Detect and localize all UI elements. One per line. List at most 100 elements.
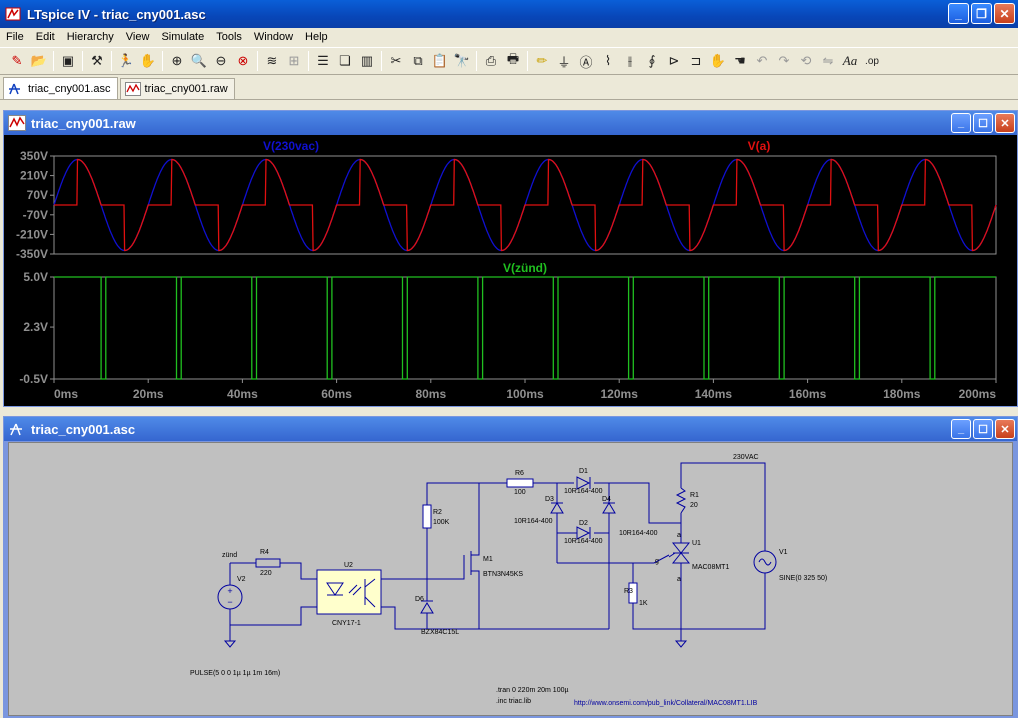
diode-icon[interactable]: ⊳ — [668, 53, 680, 68]
waveform-window-titlebar[interactable]: triac_cny001.raw _ ☐ ✕ — [4, 111, 1017, 135]
paste-icon[interactable]: 📋 — [431, 53, 449, 68]
undo-icon[interactable]: ↶ — [756, 53, 768, 68]
u1-triac[interactable] — [668, 538, 691, 573]
y-tick-label: -210V — [16, 227, 48, 241]
u1-label: U1 — [692, 540, 701, 547]
schematic-icon — [9, 83, 20, 94]
open-folder-icon[interactable]: 📂 — [30, 53, 48, 68]
restore-button[interactable]: ❐ — [971, 3, 992, 24]
cut-icon[interactable]: ✂ — [390, 53, 402, 68]
schematic-drawing[interactable]: + − — [9, 443, 1012, 715]
title-bar[interactable]: LTspice IV - triac_cny001.asc _ ❐ ✕ — [0, 0, 1018, 28]
waveform-icon — [124, 82, 141, 96]
d4-diode[interactable] — [602, 502, 616, 514]
trace-label-zuend[interactable]: V(zünd) — [503, 261, 547, 275]
v1-source[interactable] — [753, 550, 777, 574]
r3-value: 1K — [639, 600, 648, 607]
label-net-icon[interactable]: Ⓐ — [579, 54, 593, 70]
tab-schematic[interactable]: triac_cny001.asc — [3, 77, 118, 99]
menu-tools[interactable]: Tools — [216, 31, 242, 43]
d3-diode[interactable] — [550, 502, 564, 514]
waveform-minimize-button[interactable]: _ — [951, 113, 971, 133]
d2-diode[interactable] — [576, 526, 591, 540]
zoom-cancel-icon[interactable]: ⊗ — [237, 53, 249, 68]
save-icon[interactable]: ▣ — [61, 53, 75, 68]
minimize-button[interactable]: _ — [948, 3, 969, 24]
schematic-close-button[interactable]: ✕ — [995, 419, 1015, 439]
schematic-window-title: triac_cny001.asc — [31, 421, 136, 437]
menu-help[interactable]: Help — [305, 31, 328, 43]
tile-horizontal-icon[interactable]: ☰ — [317, 53, 329, 68]
x-tick-label: 180ms — [883, 387, 921, 401]
draw-wire-icon[interactable]: ✏ — [536, 53, 548, 68]
rotate-icon[interactable]: ⟲ — [800, 53, 812, 68]
r4-resistor[interactable] — [255, 558, 281, 568]
v2-source[interactable] — [217, 584, 243, 610]
u2-optocoupler[interactable] — [316, 569, 382, 615]
x-tick-label: 160ms — [789, 387, 827, 401]
menu-simulate[interactable]: Simulate — [161, 31, 205, 43]
lib-link[interactable]: http://www.onsemi.com/pub_link/Collatera… — [574, 700, 758, 707]
d1-diode[interactable] — [576, 476, 591, 490]
menu-window[interactable]: Window — [253, 31, 294, 43]
component-icon[interactable]: ⊐ — [690, 53, 702, 68]
schematic-canvas[interactable]: + − — [8, 442, 1013, 716]
run-icon[interactable]: 🏃 — [117, 53, 135, 68]
tile-vertical-icon[interactable]: ▥ — [360, 53, 374, 68]
r1-resistor[interactable] — [675, 487, 687, 514]
zoom-out-icon[interactable]: ⊖ — [215, 53, 227, 68]
fft-icon[interactable]: ⊞ — [288, 53, 300, 68]
y-tick-label: -350V — [16, 247, 48, 261]
r1-value: 20 — [690, 502, 698, 509]
r6-label: R6 — [515, 470, 524, 477]
trace-label-230vac[interactable]: V(230vac) — [263, 139, 319, 153]
new-schematic-icon[interactable]: ✎ — [11, 53, 23, 68]
waveform-maximize-button[interactable]: ☐ — [973, 113, 993, 133]
r3-resistor[interactable] — [628, 582, 638, 604]
halt-icon[interactable]: ✋ — [139, 53, 157, 68]
r2-resistor[interactable] — [422, 504, 432, 529]
zoom-in-icon[interactable]: ⊕ — [171, 53, 183, 68]
menu-edit[interactable]: Edit — [35, 31, 55, 43]
u2-value: CNY17-1 — [332, 620, 361, 627]
waveform-close-button[interactable]: ✕ — [995, 113, 1015, 133]
y-tick-label: 210V — [20, 169, 48, 183]
redo-icon[interactable]: ↷ — [778, 53, 790, 68]
trace-label-va[interactable]: V(a) — [748, 139, 771, 153]
tab-waveform[interactable]: triac_cny001.raw — [119, 78, 235, 99]
schematic-maximize-button[interactable]: ☐ — [973, 419, 993, 439]
move-icon[interactable]: ✋ — [709, 53, 727, 68]
schematic-minimize-button[interactable]: _ — [951, 419, 971, 439]
schematic-window-titlebar[interactable]: triac_cny001.asc _ ☐ ✕ — [4, 417, 1017, 441]
close-button[interactable]: ✕ — [994, 3, 1015, 24]
mirror-icon[interactable]: ⇋ — [822, 53, 834, 68]
cascade-icon[interactable]: ❏ — [339, 53, 351, 68]
drag-icon[interactable]: ☚ — [734, 53, 746, 68]
text-icon[interactable]: Aa — [842, 53, 858, 68]
net-label-zuend: zünd — [222, 552, 237, 559]
control-panel-icon[interactable]: ⚒ — [91, 53, 103, 68]
pin-label-a1: a — [677, 576, 681, 583]
print-icon[interactable]: 🖶 — [506, 51, 520, 66]
inductor-icon[interactable]: ∮ — [648, 53, 656, 68]
autorange-icon[interactable]: ≋ — [266, 53, 278, 68]
m1-mosfet[interactable] — [463, 551, 472, 575]
y-tick-label: 2.3V — [23, 320, 48, 334]
menu-file[interactable]: File — [6, 31, 24, 43]
d3-label: D3 — [545, 496, 554, 503]
r6-resistor[interactable] — [506, 478, 534, 488]
menu-hierarchy[interactable]: Hierarchy — [66, 31, 114, 43]
menu-view[interactable]: View — [125, 31, 150, 43]
zoom-pan-icon[interactable]: 🔍 — [190, 53, 208, 68]
d6-zener[interactable] — [420, 600, 434, 614]
resistor-icon[interactable]: ⌇ — [604, 53, 612, 68]
copy-icon[interactable]: ⧉ — [413, 53, 423, 68]
ground-icon[interactable]: ⏚ — [557, 54, 571, 70]
find-icon[interactable]: 🔭 — [453, 53, 471, 68]
capacitor-icon[interactable]: ⫲ — [627, 53, 633, 68]
print-preview-icon[interactable]: ⎙ — [485, 53, 497, 68]
spice-directive-icon[interactable]: .op — [865, 55, 879, 67]
